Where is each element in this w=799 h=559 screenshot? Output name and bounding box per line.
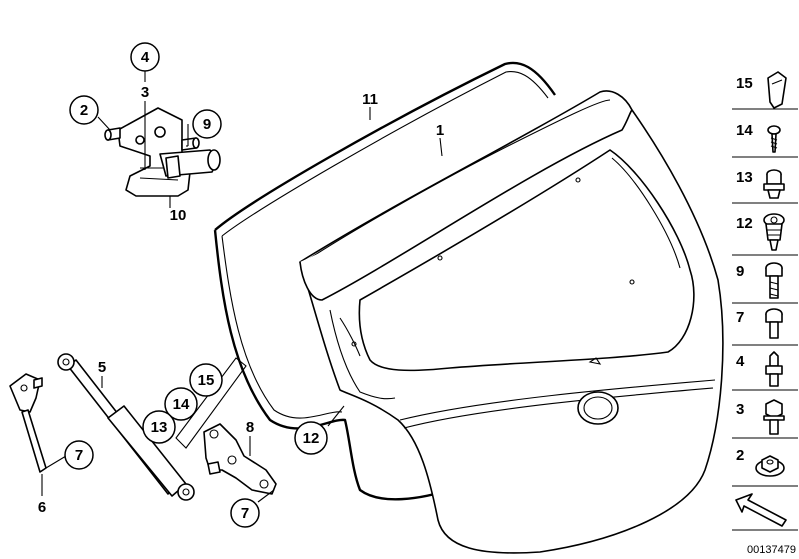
side-item-3: 3 bbox=[736, 399, 785, 435]
svg-text:13: 13 bbox=[736, 169, 753, 186]
callout-2: 2 bbox=[69, 95, 99, 125]
svg-text:2: 2 bbox=[80, 102, 88, 119]
svg-text:11: 11 bbox=[362, 91, 378, 108]
callout-6: 6 bbox=[38, 499, 46, 516]
bolt-icon bbox=[765, 262, 783, 299]
svg-text:3: 3 bbox=[736, 401, 744, 418]
side-item-9: 9 bbox=[736, 262, 783, 299]
svg-text:1: 1 bbox=[436, 122, 444, 139]
callout-9: 9 bbox=[192, 109, 222, 139]
callout-7-right: 7 bbox=[230, 498, 260, 528]
callout-3: 3 bbox=[141, 84, 149, 101]
svg-text:14: 14 bbox=[736, 122, 753, 139]
svg-text:8: 8 bbox=[246, 419, 254, 436]
side-panel: 15 14 13 12 bbox=[732, 68, 798, 531]
buffer-icon bbox=[763, 169, 785, 199]
side-item-2: 2 bbox=[736, 447, 785, 477]
arrow-icon bbox=[735, 493, 787, 527]
svg-text:4: 4 bbox=[141, 49, 150, 66]
hex-bolt-icon bbox=[763, 399, 785, 435]
svg-text:14: 14 bbox=[173, 396, 190, 413]
short-bolt-icon bbox=[765, 308, 783, 339]
svg-text:5: 5 bbox=[98, 359, 106, 376]
svg-text:2: 2 bbox=[736, 447, 744, 464]
svg-text:7: 7 bbox=[75, 447, 83, 464]
svg-text:13: 13 bbox=[151, 419, 168, 436]
svg-text:9: 9 bbox=[736, 263, 744, 280]
document-id: 00137479 bbox=[747, 544, 796, 556]
clip-nut-icon bbox=[767, 71, 787, 109]
callout-10: 10 bbox=[170, 207, 187, 224]
callout-1: 1 bbox=[436, 122, 444, 139]
callout-4: 4 bbox=[130, 42, 160, 72]
tailgate bbox=[299, 90, 724, 554]
callout-14: 14 bbox=[164, 387, 198, 421]
hinge bbox=[104, 107, 221, 197]
side-item-14: 14 bbox=[736, 122, 781, 153]
callout-5: 5 bbox=[98, 359, 106, 376]
stop-buffer-icon bbox=[763, 213, 785, 251]
side-item-13: 13 bbox=[736, 169, 785, 199]
bracket-right bbox=[203, 423, 277, 495]
collar-bolt-icon bbox=[765, 351, 783, 387]
svg-text:15: 15 bbox=[736, 75, 753, 92]
svg-text:7: 7 bbox=[736, 309, 744, 326]
svg-text:7: 7 bbox=[241, 505, 249, 522]
screw-icon bbox=[767, 125, 781, 153]
svg-text:4: 4 bbox=[736, 353, 745, 370]
tailgate-seal bbox=[213, 61, 556, 501]
callout-12: 12 bbox=[294, 421, 328, 455]
callout-11: 11 bbox=[362, 91, 378, 108]
side-item-arrow bbox=[735, 493, 787, 527]
side-item-7: 7 bbox=[736, 308, 783, 339]
callout-13: 13 bbox=[142, 410, 176, 444]
callout-15: 15 bbox=[189, 363, 223, 397]
svg-text:3: 3 bbox=[141, 84, 149, 101]
side-item-12: 12 bbox=[736, 213, 785, 251]
side-item-4: 4 bbox=[736, 351, 783, 387]
svg-text:10: 10 bbox=[170, 207, 187, 224]
gas-strut bbox=[57, 353, 195, 501]
svg-text:15: 15 bbox=[198, 372, 215, 389]
callout-7-left: 7 bbox=[64, 440, 94, 470]
svg-text:12: 12 bbox=[303, 430, 320, 447]
hex-nut-icon bbox=[755, 455, 785, 477]
svg-text:12: 12 bbox=[736, 215, 753, 232]
svg-text:9: 9 bbox=[203, 116, 211, 133]
side-item-15: 15 bbox=[736, 71, 787, 109]
svg-text:6: 6 bbox=[38, 499, 46, 516]
callout-8: 8 bbox=[246, 419, 254, 436]
bracket-left bbox=[9, 373, 47, 473]
